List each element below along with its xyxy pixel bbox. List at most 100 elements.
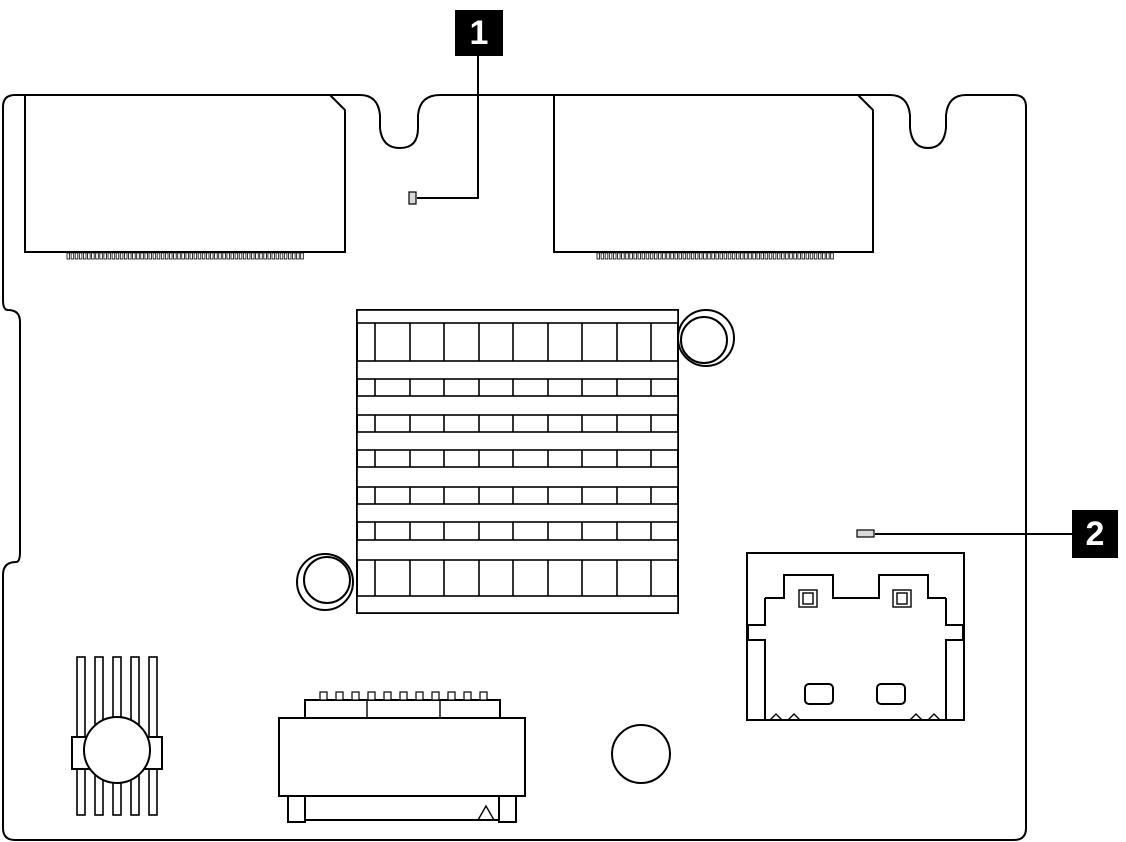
slot-pin: [78, 252, 83, 260]
slot-pin: [214, 252, 218, 260]
slot-pin: [83, 252, 87, 260]
slot-pin: [633, 252, 637, 260]
connector-pin: [383, 691, 392, 701]
slot-pin: [185, 252, 189, 260]
connector-pin: [463, 691, 472, 701]
slot-pin: [686, 252, 691, 260]
slot-pin: [690, 252, 695, 260]
slot-pin: [731, 252, 736, 260]
slot-pin: [695, 252, 699, 260]
slot-pin: [91, 252, 95, 260]
slot-pin: [87, 252, 91, 260]
slot-pin: [789, 252, 793, 260]
slot-pin: [649, 252, 654, 260]
slot-pin: [234, 252, 239, 260]
slot-pin: [226, 252, 230, 260]
slot-pin: [760, 252, 764, 260]
slot-pin: [658, 252, 662, 260]
slot-pin: [300, 252, 304, 260]
slot-pin: [119, 252, 124, 260]
slot-pin: [740, 252, 744, 260]
slot-pin: [103, 252, 107, 260]
connector-right: [746, 552, 965, 721]
heatsink-fin-bar: [356, 360, 679, 380]
slot-pin: [287, 252, 292, 260]
slot-pin: [95, 252, 99, 260]
slot-pin: [251, 252, 255, 260]
slot-pin: [641, 252, 646, 260]
slot-pin: [283, 252, 288, 260]
slot-pin: [596, 252, 600, 260]
callout-1-leader: [417, 55, 479, 199]
slot-pin: [703, 252, 707, 260]
slot-pin: [296, 252, 300, 260]
slot-pin: [625, 252, 629, 260]
led-1: [408, 191, 417, 205]
slot-pin: [604, 252, 609, 260]
slot-pin: [781, 252, 785, 260]
round-component: [611, 724, 671, 784]
slot-pin: [772, 252, 777, 260]
slot-pin: [279, 252, 284, 260]
slot-pin: [181, 252, 185, 260]
board-outline: [1, 94, 1027, 841]
slot-pin: [768, 252, 773, 260]
slot-pin: [797, 252, 801, 260]
slot-pin: [654, 252, 658, 260]
slot-pin: [666, 252, 670, 260]
heatsink-fin-bar: [356, 595, 679, 614]
slot-pin: [748, 252, 752, 260]
slot-pin: [830, 252, 834, 260]
slot-pin: [600, 252, 605, 260]
m2-slot-left: [24, 94, 346, 260]
slot-pin: [707, 252, 711, 260]
slot-pin: [70, 252, 75, 260]
slot-pin: [66, 252, 70, 260]
slot-pin: [777, 252, 781, 260]
slot-pin: [205, 252, 210, 260]
slot-pin: [813, 252, 818, 260]
slot-pin: [662, 252, 666, 260]
heatsink-fins: [356, 309, 679, 614]
slot-pin: [645, 252, 650, 260]
connector-pin: [319, 691, 328, 701]
slot-pin: [238, 252, 243, 260]
slot-pin: [719, 252, 723, 260]
heatsink-fin-bar: [356, 466, 679, 488]
slot-pin: [801, 252, 805, 260]
slot-pin: [617, 252, 621, 260]
slot-pin: [621, 252, 625, 260]
pin-header: [71, 656, 163, 816]
slot-pin: [744, 252, 748, 260]
slot-pin: [177, 252, 181, 260]
slot-pin: [132, 252, 136, 260]
slot-pin: [822, 252, 826, 260]
slot-pin: [218, 252, 222, 260]
slot-pin: [128, 252, 132, 260]
slot-pin: [699, 252, 703, 260]
connector-pin: [431, 691, 440, 701]
slot-pin: [189, 252, 193, 260]
slot-pin: [255, 252, 259, 260]
connector-pin: [447, 691, 456, 701]
slot-pin: [756, 252, 760, 260]
slot-pin: [152, 252, 157, 260]
slot-pin: [124, 252, 128, 260]
slot-pin: [292, 252, 296, 260]
heatsink: [356, 309, 679, 614]
slot-pin: [201, 252, 206, 260]
standoff-bottom-left: [296, 553, 354, 611]
slot-pin: [144, 252, 148, 260]
heatsink-fin-bar: [356, 395, 679, 416]
slot-pin: [210, 252, 214, 260]
slot-pin: [752, 252, 756, 260]
slot-pin: [736, 252, 740, 260]
slot-pin: [608, 252, 613, 260]
slot-pin: [805, 252, 810, 260]
slot-pin: [682, 252, 687, 260]
slot-pin: [723, 252, 728, 260]
slot-pin: [115, 252, 120, 260]
slot-pin: [613, 252, 617, 260]
connector-pin: [367, 691, 376, 701]
